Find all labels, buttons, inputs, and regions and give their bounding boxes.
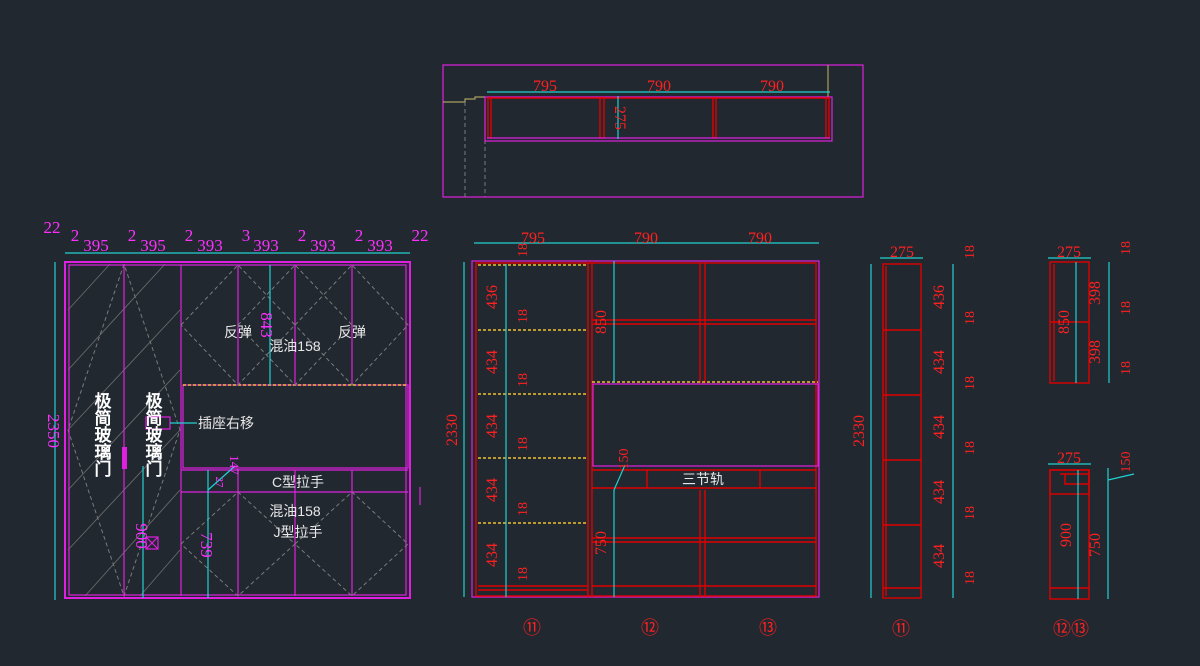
dim-text: 27 <box>213 477 225 489</box>
plan-dim-2: 790 <box>647 78 671 95</box>
drawer-rail-label: 三节轨 <box>682 471 724 487</box>
carcass-elevation: 795 790 790 2330 436 434 434 434 434 18 … <box>444 230 820 638</box>
dim-text: 436 <box>484 285 501 309</box>
finish-label: 混油158 <box>269 338 321 354</box>
wall-outline <box>443 96 485 103</box>
dim-text: 850 <box>1056 310 1073 334</box>
dim-text: 395 <box>83 236 109 255</box>
dim-text: 150 <box>1119 452 1134 473</box>
dim-text: 395 <box>140 236 166 255</box>
dim-text: 2 <box>355 226 364 245</box>
dim-text: 790 <box>748 230 772 247</box>
side-section-12-13: 275 850 398 398 18 18 18 275 900 150 750… <box>1048 241 1135 639</box>
dim-text: 398 <box>1087 281 1104 305</box>
height-dim: 2350 <box>44 414 63 448</box>
dim-text: 18 <box>963 571 978 585</box>
dim-text: 434 <box>931 544 948 568</box>
socket-note: 插座右移 <box>198 415 254 431</box>
dim-text: 18 <box>1119 361 1134 375</box>
dim-text: 18 <box>963 245 978 259</box>
dim-text: 275 <box>1057 244 1081 261</box>
dim-text: 22 <box>412 226 429 245</box>
flap-label: 反弹 <box>224 324 252 340</box>
dim-text: 900 <box>132 523 151 549</box>
dim-text: 393 <box>253 236 279 255</box>
dim-text: 795 <box>521 230 545 247</box>
flap-label: 反弹 <box>338 324 366 340</box>
dim-text: 434 <box>484 414 501 438</box>
dim-text: 18 <box>516 309 531 323</box>
dim-text: 147 <box>227 455 242 475</box>
dim-text: 393 <box>310 236 336 255</box>
dim-text: 900 <box>1058 523 1075 547</box>
dim-text: 2330 <box>444 414 461 446</box>
dim-text: 18 <box>516 437 531 451</box>
dim-text: 790 <box>634 230 658 247</box>
dim-text: 18 <box>1119 301 1134 315</box>
handle-label: C型拉手 <box>272 474 324 490</box>
plan-cabinet <box>484 96 833 142</box>
dim-text: 3 <box>242 226 251 245</box>
dim-text: 18 <box>963 376 978 390</box>
section-marker: ⑫⑬ <box>1053 619 1089 639</box>
dim-text: 843 <box>257 312 276 338</box>
col1-shelves <box>478 264 588 591</box>
dim-text: 2 <box>71 226 80 245</box>
dim-text: 18 <box>1119 241 1134 255</box>
dim-text: 150 <box>617 449 632 470</box>
dim-text: 18 <box>516 243 531 257</box>
appliance-niche <box>592 383 819 467</box>
dim-text: 393 <box>197 236 223 255</box>
plan-view: 795 790 790 275 <box>442 64 864 198</box>
dim-text: 750 <box>1087 533 1104 557</box>
dim-text: 434 <box>931 350 948 374</box>
dim-text: 750 <box>593 531 610 555</box>
dim-text: 18 <box>963 506 978 520</box>
dim-text: 434 <box>484 543 501 567</box>
plan-dim-1: 795 <box>533 78 557 95</box>
section-marker: ⑪ <box>523 618 541 638</box>
door-swing-marks <box>180 264 409 597</box>
dim-text: 275 <box>890 244 914 261</box>
section-marker: ⑪ <box>892 619 910 639</box>
dim-text: 850 <box>593 310 610 334</box>
dim-text: 739 <box>197 532 216 558</box>
dim-text: 434 <box>931 480 948 504</box>
dim-text: 393 <box>367 236 393 255</box>
side-section-11: 275 2330 436 434 434 434 434 18 18 18 18… <box>851 244 978 639</box>
plan-depth: 275 <box>611 106 628 130</box>
dim-text: 18 <box>963 311 978 325</box>
dim-text: 2 <box>128 226 137 245</box>
dim-text: 434 <box>484 350 501 374</box>
handle-label: J型拉手 <box>274 524 323 540</box>
section-marker: ⑫ <box>641 618 659 638</box>
dim-text: 18 <box>963 441 978 455</box>
plan-dim-3: 790 <box>760 78 784 95</box>
dim-text: 22 <box>44 218 61 237</box>
dim-text: 2 <box>298 226 307 245</box>
front-elevation: 22 2 395 2 395 2 393 3 393 2 393 2 393 2… <box>44 218 429 600</box>
dim-text: 434 <box>931 415 948 439</box>
door-label-right: 极简玻璃门 <box>143 392 163 478</box>
plan-frame <box>442 64 864 198</box>
dim-text: 434 <box>484 478 501 502</box>
dim-text: 2 <box>185 226 194 245</box>
dim-text: 398 <box>1087 340 1104 364</box>
socket-icon <box>145 536 159 550</box>
dim-text: 275 <box>1057 450 1081 467</box>
dim-text: 18 <box>516 567 531 581</box>
section-marker: ⑬ <box>759 618 777 638</box>
dim-text: 18 <box>516 373 531 387</box>
finish-label: 混油158 <box>269 503 321 519</box>
door-label-left: 极简玻璃门 <box>92 392 112 478</box>
dim-text: 2330 <box>851 415 868 447</box>
door-handle <box>122 447 127 469</box>
cabinet-outline <box>64 261 411 599</box>
dim-text: 18 <box>516 502 531 516</box>
dim-text: 436 <box>931 285 948 309</box>
